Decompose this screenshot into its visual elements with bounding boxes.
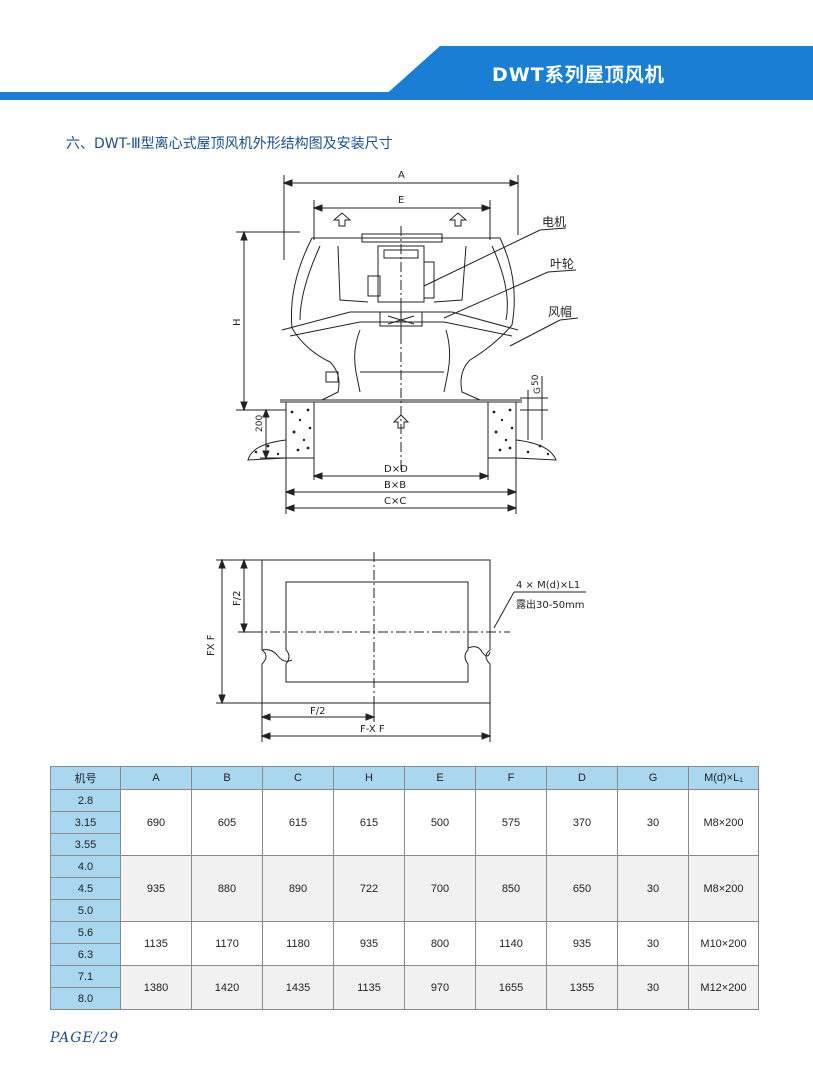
value-cell: 30	[617, 965, 689, 1010]
value-cell: 1180	[262, 921, 334, 966]
model-cell: 5.6	[50, 921, 121, 944]
header-cell: E	[404, 766, 476, 790]
dim-g-label: G	[533, 387, 543, 394]
model-cell: 5.0	[50, 899, 121, 922]
dim-f2-vertical: F/2	[232, 591, 243, 606]
model-cell: 2.8	[50, 789, 121, 812]
value-cell: M8×200	[688, 855, 759, 922]
header-band	[0, 46, 813, 100]
section-title: 六、DWT-Ⅲ型离心式屋顶风机外形结构图及安装尺寸	[66, 136, 393, 152]
value-cell: 1140	[475, 921, 547, 966]
value-cell: 30	[617, 855, 689, 922]
value-cell: 1420	[191, 965, 263, 1010]
model-cell: 6.3	[50, 943, 121, 966]
header-cell: B	[191, 766, 263, 790]
value-cell: 1135	[120, 921, 192, 966]
technical-drawing: A E H 200 G 50 D×D B×B C×C 电机 叶轮 风帽 F/2 …	[206, 170, 586, 742]
value-cell: 722	[333, 855, 405, 922]
header-cell: D	[546, 766, 618, 790]
value-cell: 1135	[333, 965, 405, 1010]
table-row: 4.0 935 880 890 722 700 850 650 30 M8×20…	[50, 855, 759, 922]
value-cell: 575	[475, 789, 547, 856]
model-cell: 8.0	[50, 987, 121, 1010]
spec-table: 机号 A B C H E F D G M(d)×L₁ 2.8 690 605 6…	[50, 766, 759, 1010]
value-cell: 880	[191, 855, 263, 922]
value-cell: 935	[333, 921, 405, 966]
value-cell: M8×200	[688, 789, 759, 856]
dim-dxd-label: D×D	[384, 464, 408, 475]
value-cell: 30	[617, 921, 689, 966]
dim-fxf-horizontal: F-X F	[360, 724, 385, 735]
model-cell: 3.15	[50, 811, 121, 834]
value-cell: 615	[333, 789, 405, 856]
value-cell: 1655	[475, 965, 547, 1010]
value-cell: 1380	[120, 965, 192, 1010]
value-cell: 800	[404, 921, 476, 966]
header-title: DWT系列屋顶风机	[492, 64, 665, 86]
header-cell: 机号	[50, 766, 121, 790]
table-row: 5.6 1135 1170 1180 935 800 1140 935 30 M…	[50, 921, 759, 966]
header-cell: H	[333, 766, 405, 790]
dim-cxc-label: C×C	[384, 496, 406, 507]
value-cell: 700	[404, 855, 476, 922]
value-cell: 370	[546, 789, 618, 856]
table-row: 6.3	[50, 943, 759, 966]
value-cell: M12×200	[688, 965, 759, 1010]
value-cell: M10×200	[688, 921, 759, 966]
header-cell: F	[475, 766, 547, 790]
callout-expose: 露出30-50mm	[516, 598, 585, 611]
model-cell: 4.5	[50, 877, 121, 900]
table-row: 4.5	[50, 877, 759, 900]
value-cell: 1435	[262, 965, 334, 1010]
value-cell: 615	[262, 789, 334, 856]
table-row: 8.0	[50, 987, 759, 1010]
dim-bxb-label: B×B	[384, 480, 406, 491]
table-row: 2.8 690 605 615 615 500 575 370 30 M8×20…	[50, 789, 759, 856]
model-cell: 3.55	[50, 833, 121, 856]
dim-h-label: H	[232, 318, 243, 326]
header-cell: C	[262, 766, 334, 790]
value-cell: 30	[617, 789, 689, 856]
dim-fxf-vertical: FX F	[206, 634, 217, 656]
table-row: 5.0	[50, 899, 759, 922]
value-cell: 500	[404, 789, 476, 856]
header-cell: A	[120, 766, 192, 790]
model-cell: 7.1	[50, 965, 121, 988]
value-cell: 970	[404, 965, 476, 1010]
page-number: PAGE/29	[50, 1030, 120, 1046]
callout-motor: 电机	[542, 215, 566, 229]
header-cell: M(d)×L₁	[688, 766, 759, 790]
table-row: 7.1 1380 1420 1435 1135 970 1655 1355 30…	[50, 965, 759, 1010]
value-cell: 690	[120, 789, 192, 856]
dim-50-label: 50	[531, 374, 541, 386]
dim-f2-horizontal: F/2	[310, 706, 325, 717]
value-cell: 935	[120, 855, 192, 922]
dim-e-label: E	[398, 195, 404, 206]
callout-bolt: 4 × M(d)×L1	[516, 580, 580, 591]
value-cell: 935	[546, 921, 618, 966]
model-cell: 4.0	[50, 855, 121, 878]
value-cell: 890	[262, 855, 334, 922]
callout-hood: 风帽	[548, 304, 572, 319]
value-cell: 1355	[546, 965, 618, 1010]
value-cell: 850	[475, 855, 547, 922]
value-cell: 650	[546, 855, 618, 922]
value-cell: 605	[191, 789, 263, 856]
dim-200-label: 200	[255, 415, 265, 432]
dim-a-label: A	[398, 170, 405, 181]
callout-impeller: 叶轮	[550, 257, 574, 271]
table-header-row: 机号 A B C H E F D G M(d)×L₁	[50, 766, 759, 790]
value-cell: 1170	[191, 921, 263, 966]
table-row: 3.55	[50, 833, 759, 856]
header-cell: G	[617, 766, 689, 790]
